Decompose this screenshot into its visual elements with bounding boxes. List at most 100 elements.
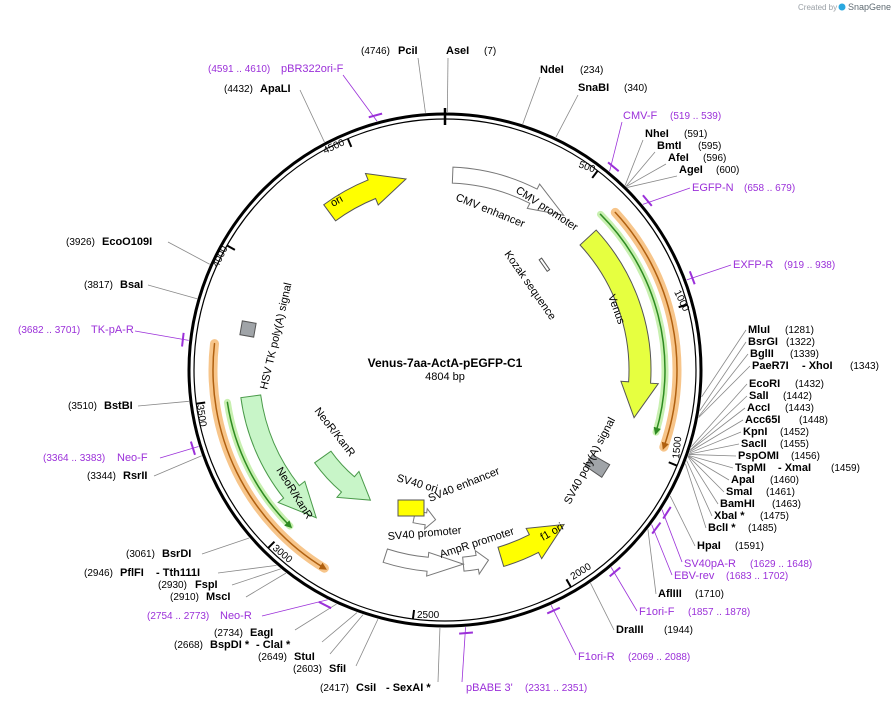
credit-brand: SnapGene [848, 2, 891, 12]
primer-name: EXFP-R [733, 259, 773, 271]
hsv-tk-polya-box [239, 320, 257, 338]
leader-line [689, 407, 746, 451]
tick-label: 3500 [194, 404, 208, 428]
enzyme-name: BstBI [104, 400, 133, 412]
enzyme-pos: (1339) [790, 349, 819, 360]
enzyme-pos: (2734) [214, 628, 243, 639]
feature-label: ori [329, 193, 346, 210]
enzyme-pos: (1944) [664, 625, 693, 636]
enzyme-pos: (1463) [772, 499, 801, 510]
enzyme-pos: (1459) [831, 463, 860, 474]
enzyme-name: BamHI [720, 498, 755, 510]
primer-leader-line [610, 567, 638, 612]
neokan-arrow-outer [240, 394, 318, 519]
enzyme-name: RsrII [123, 470, 147, 482]
primer-name: pBABE 3' [466, 682, 513, 694]
enzyme-pos: (1448) [799, 415, 828, 426]
primer-site-mark [181, 332, 185, 347]
enzyme-name: StuI [294, 651, 315, 663]
leader-line [686, 460, 713, 517]
primer-site-mark [459, 631, 473, 635]
cds-line-outer-2 [212, 342, 327, 570]
enzyme-pos: (1461) [766, 487, 795, 498]
primer-range: (519 .. 539) [670, 111, 721, 122]
tick-label: 4500 [322, 137, 347, 157]
feature-label: SV40 ori [395, 472, 439, 495]
ori-arrow [323, 172, 408, 222]
tick-mark [226, 244, 236, 251]
leader-line [217, 565, 277, 574]
enzyme-extra: - XmaI [778, 462, 811, 474]
enzyme-extra: - SexAI * [386, 682, 431, 694]
ampr-promoter-arrow [462, 549, 490, 576]
leader-line [687, 456, 719, 505]
enzyme-name: SacII [741, 438, 767, 450]
enzyme-pos: (596) [703, 153, 726, 164]
snapgene-credit: Created by SnapGene [798, 2, 891, 12]
cmv-enhancer-promoter-arrow [451, 166, 565, 216]
primer-name: Neo-R [220, 610, 252, 622]
primer-range: (919 .. 938) [784, 260, 835, 271]
primer-range: (3364 .. 3383) [43, 453, 105, 464]
primer-site-mark [607, 161, 620, 172]
enzyme-pos: (2649) [258, 652, 287, 663]
leader-line [688, 455, 734, 469]
credit-text: Created by [798, 3, 837, 12]
enzyme-name: AflIII [658, 588, 682, 600]
leader-line [137, 400, 189, 407]
primer-name: CMV-F [623, 110, 658, 122]
primer-range: (2754 .. 2773) [147, 611, 209, 622]
neokan-arrow-inner [313, 450, 372, 501]
primer-leader-line [661, 509, 683, 563]
leader-line [701, 329, 747, 398]
enzyme-name: AgeI [679, 164, 703, 176]
primer-name: EGFP-N [692, 182, 734, 194]
primer-name: pBR322ori-F [281, 63, 344, 75]
leader-line [522, 76, 541, 125]
tick-mark [346, 138, 353, 148]
enzyme-name: SmaI [726, 486, 752, 498]
enzyme-name: SalI [749, 390, 769, 402]
leader-line [329, 614, 364, 655]
enzyme-pos: (2910) [170, 592, 199, 603]
enzyme-extra: - ClaI * [256, 639, 291, 651]
enzyme-name: BsaI [120, 279, 143, 291]
plasmid-name: Venus-7aa-ActA-pEGFP-C1 [368, 356, 523, 370]
leader-line [590, 582, 615, 631]
enzyme-pos: (1456) [791, 451, 820, 462]
enzyme-name: EcoRI [749, 378, 780, 390]
primer-name: F1ori-F [639, 606, 675, 618]
enzyme-pos: (2417) [320, 683, 349, 694]
tick-label: 4000 [211, 244, 231, 269]
sv40-polya-box [584, 454, 611, 479]
enzyme-pos: (595) [698, 141, 721, 152]
primer-site-mark [546, 606, 561, 615]
leader-line [446, 57, 449, 113]
enzyme-name: NdeI [540, 64, 564, 76]
enzyme-name: EcoO109I [102, 236, 152, 248]
enzyme-extra: - Tth111I [156, 567, 200, 579]
leader-line [321, 612, 358, 643]
snapgene-logo-icon [838, 3, 846, 11]
tick-label: 1500 [671, 436, 684, 460]
leader-line [688, 454, 737, 457]
enzyme-name: SfiI [329, 663, 346, 675]
enzyme-name: PspOMI [738, 450, 779, 462]
primer-site-mark [368, 112, 383, 119]
enzyme-pos: (2930) [158, 580, 187, 591]
primer-range: (2069 .. 2088) [628, 652, 690, 663]
enzyme-pos: (3510) [68, 401, 97, 412]
leader-line [147, 284, 198, 300]
tick-mark [565, 578, 572, 588]
feature-label: CMV enhancer [454, 192, 527, 231]
enzyme-labels: (4746) PciI AseI (7) NdeI (234) SnaBI (3… [66, 45, 879, 694]
primer-name: SV40pA-R [684, 558, 736, 570]
plasmid-length: 4804 bp [425, 371, 465, 383]
enzyme-pos: (2668) [174, 640, 203, 651]
enzyme-name: HpaI [697, 540, 721, 552]
primer-leader-line [461, 627, 466, 683]
enzyme-pos: (3344) [87, 471, 116, 482]
leader-line [691, 383, 748, 448]
enzyme-pos: (1281) [785, 325, 814, 336]
leader-line [699, 341, 747, 411]
